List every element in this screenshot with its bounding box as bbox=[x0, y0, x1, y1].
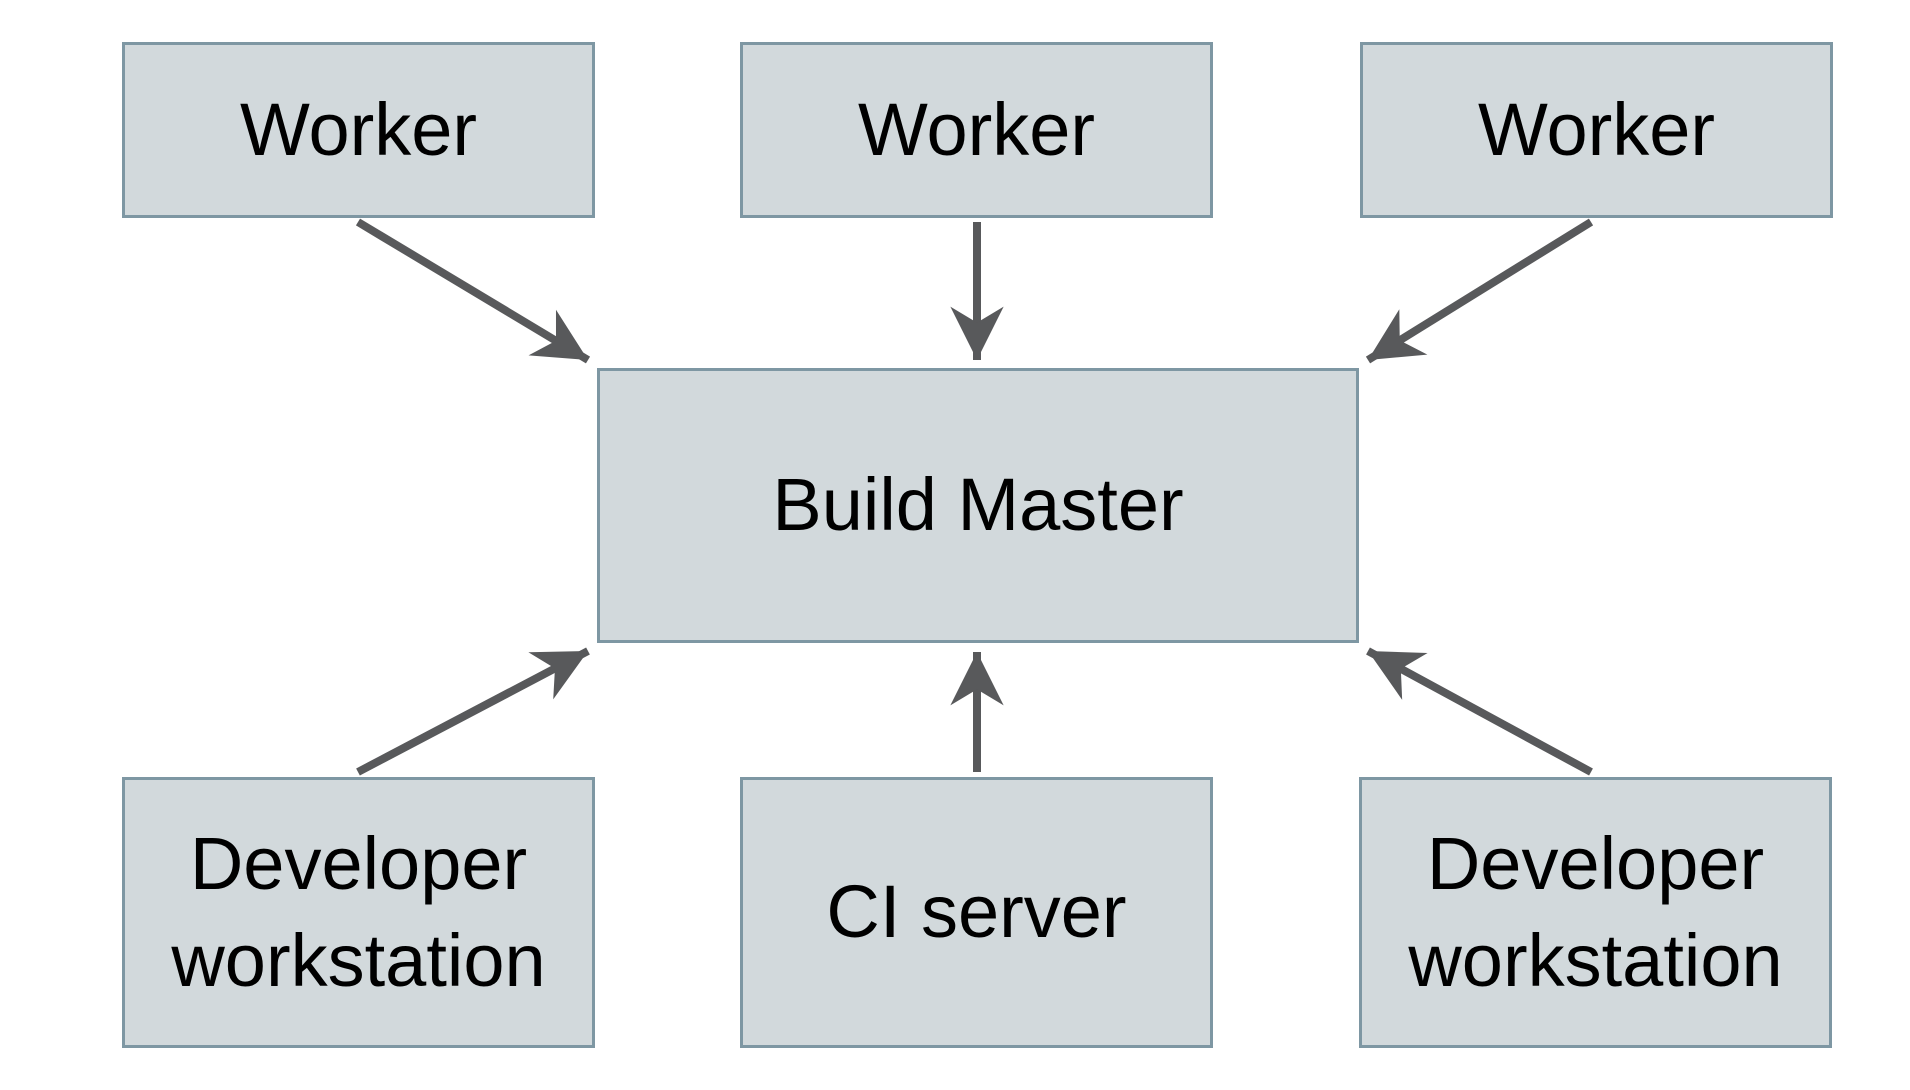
arrow-devright-to-buildmaster bbox=[1366, 647, 1593, 776]
node-worker-3: Worker bbox=[1360, 42, 1833, 218]
node-developer-workstation-right: Developer workstation bbox=[1359, 777, 1832, 1048]
node-build-master: Build Master bbox=[597, 368, 1359, 643]
node-worker-2: Worker bbox=[740, 42, 1213, 218]
arrow-worker1-to-buildmaster bbox=[355, 218, 591, 364]
node-developer-workstation-left: Developer workstation bbox=[122, 777, 595, 1048]
node-ci-server: CI server bbox=[740, 777, 1213, 1048]
arrow-devleft-to-buildmaster bbox=[356, 647, 590, 776]
node-worker-1: Worker bbox=[122, 42, 595, 218]
arrow-worker3-to-buildmaster bbox=[1365, 218, 1594, 364]
